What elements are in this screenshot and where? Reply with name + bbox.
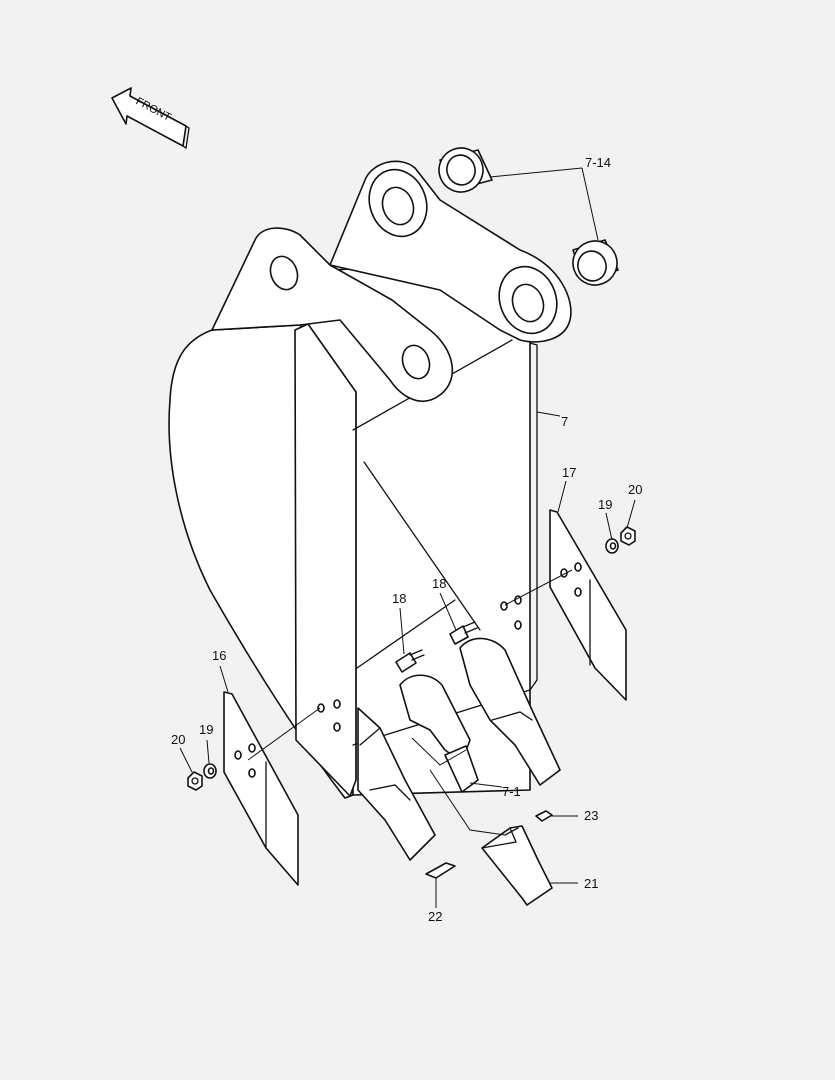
front-arrow: FRONT [111,87,190,150]
bolt-hole [333,722,341,732]
callout-18-left: 18 [392,591,406,606]
callout-7-1: 7-1 [502,784,521,799]
leader-lines [179,167,636,908]
bolt-hole [500,601,508,611]
bolt-right [449,621,478,645]
washer-left [203,763,217,779]
lug-hole-lower-left [401,344,431,380]
bolt-hole [514,620,522,630]
tooth-point [481,825,553,906]
callout-7: 7 [561,414,568,429]
side-cutter-right [549,509,627,701]
callout-18-right: 18 [432,576,446,591]
callout-20-right: 20 [628,482,642,497]
nut-left [187,771,203,791]
callout-17: 17 [562,465,576,480]
bolt-hole [317,703,325,713]
boss-upper-hole [381,186,415,226]
side-cutter-left [223,691,299,886]
pin [535,810,553,822]
tooth-adapter-right [459,637,561,786]
callout-22: 22 [428,909,442,924]
callout-21: 21 [584,876,598,891]
bolt-left [395,649,425,673]
boss-lower-hole [511,283,545,323]
callout-23: 23 [584,808,598,823]
tooth-adapter-left [357,707,436,861]
callout-19-right: 19 [598,497,612,512]
callout-labels: 7-14 7 17 19 20 18 18 16 19 20 7-1 23 21… [171,155,642,924]
callout-16: 16 [212,648,226,663]
bucket-side-plate [294,323,357,797]
bolt-hole [333,699,341,709]
nut-right [620,526,636,546]
callout-20-left: 20 [171,732,185,747]
pin-bushing-upper [438,147,493,193]
callout-19-left: 19 [199,722,213,737]
callout-7-14: 7-14 [585,155,611,170]
pin-bushing-lower [572,239,619,286]
lock [425,862,456,879]
bucket-body [168,160,572,799]
washer-right [605,538,619,554]
lug-hole-upper-left [269,255,299,291]
